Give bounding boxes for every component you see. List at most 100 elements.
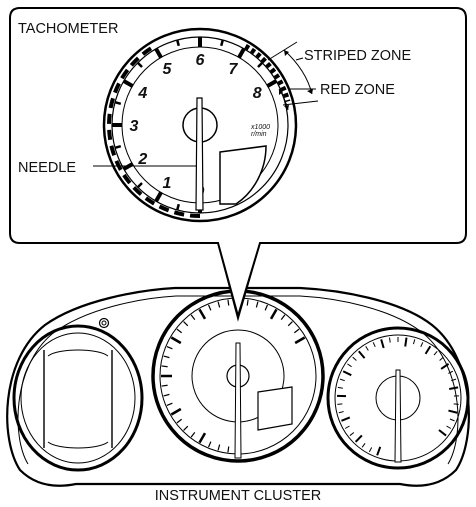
cluster-tick bbox=[287, 321, 293, 327]
cluster-tick bbox=[161, 384, 168, 387]
minor-tick bbox=[220, 39, 224, 47]
cluster-tick bbox=[280, 314, 286, 321]
tachometer-callout: TACHOMETER 012345678 x1000 r/min S bbox=[9, 7, 467, 320]
cluster-tick bbox=[166, 345, 173, 350]
right-gauge-tick bbox=[420, 342, 424, 348]
right-gauge-tick bbox=[451, 378, 457, 382]
cluster-tick bbox=[207, 441, 212, 448]
right-gauge-tick bbox=[376, 446, 382, 456]
right-gauge-tick bbox=[424, 345, 432, 355]
cluster-tick bbox=[293, 328, 300, 334]
caption: INSTRUMENT CLUSTER bbox=[155, 488, 322, 504]
cluster-tick bbox=[190, 314, 196, 321]
right-gauge-tick bbox=[446, 425, 452, 429]
right-gauge-tick bbox=[344, 425, 350, 429]
right-gauge-tick bbox=[337, 403, 343, 405]
cluster-tick bbox=[264, 304, 269, 311]
red-zone-label: RED ZONE bbox=[320, 82, 395, 98]
needle bbox=[195, 97, 204, 211]
needle-label: NEEDLE bbox=[18, 160, 76, 176]
cluster-tick bbox=[163, 355, 170, 359]
right-gauge-tick bbox=[453, 403, 459, 405]
right-gauge-tick bbox=[380, 339, 385, 349]
striped-zone-band bbox=[244, 44, 291, 103]
minor-tick bbox=[136, 182, 143, 189]
striped-zone-label: STRIPED ZONE bbox=[304, 48, 411, 64]
minor-tick bbox=[114, 145, 122, 149]
right-gauge-tick bbox=[448, 370, 454, 374]
dial-number: 4 bbox=[137, 85, 147, 102]
right-gauge-tick bbox=[433, 350, 438, 356]
right-gauge-tick bbox=[338, 411, 344, 414]
right-gauge bbox=[326, 326, 470, 470]
right-gauge-tick bbox=[354, 434, 363, 443]
right-gauge-tick bbox=[448, 409, 458, 414]
minor-tick bbox=[176, 39, 180, 47]
right-gauge-tick bbox=[449, 386, 459, 390]
dial-number: 5 bbox=[163, 61, 173, 78]
dial-number: 8 bbox=[253, 85, 262, 102]
minor-tick bbox=[257, 61, 264, 68]
cluster-tick bbox=[227, 299, 230, 306]
right-gauge-tick bbox=[368, 447, 373, 453]
cluster-tick bbox=[170, 407, 182, 416]
dial-number: 6 bbox=[196, 52, 205, 69]
cluster-tick bbox=[176, 328, 183, 334]
right-gauge-tick bbox=[341, 416, 351, 422]
cluster-tick bbox=[190, 431, 196, 438]
cluster-tick bbox=[207, 304, 212, 311]
major-tick bbox=[154, 47, 163, 59]
cluster-tick bbox=[170, 336, 182, 345]
right-gauge-tick bbox=[449, 418, 455, 422]
right-gauge-tick bbox=[342, 370, 352, 377]
cluster-tick bbox=[198, 308, 207, 320]
dial-number: 3 bbox=[130, 118, 139, 135]
right-gauge-tick bbox=[412, 339, 416, 345]
right-gauge-tick bbox=[404, 337, 408, 347]
cluster-tick bbox=[183, 321, 189, 327]
right-gauge-tick bbox=[365, 346, 369, 351]
dial-number: 2 bbox=[137, 151, 147, 168]
right-gauge-tick bbox=[347, 363, 352, 368]
major-tick bbox=[266, 79, 278, 88]
tachometer-dial: 012345678 x1000 r/min bbox=[102, 27, 298, 223]
cluster-tick bbox=[246, 299, 249, 306]
major-tick bbox=[122, 79, 134, 88]
minor-tick bbox=[114, 101, 122, 105]
cluster-tick bbox=[176, 418, 183, 424]
cluster-knob bbox=[98, 317, 110, 329]
cluster-tick bbox=[198, 432, 207, 444]
unit-label-top: x1000 bbox=[250, 124, 270, 131]
dial-number: 7 bbox=[229, 61, 239, 78]
dial-ticks bbox=[107, 37, 291, 218]
cluster-housing bbox=[6, 286, 470, 487]
cluster-tick bbox=[183, 425, 189, 431]
right-gauge-tick bbox=[440, 363, 450, 370]
minor-tick bbox=[136, 61, 143, 68]
cluster-tick bbox=[166, 402, 173, 407]
cluster-tick bbox=[163, 393, 170, 397]
right-gauge-tick bbox=[438, 429, 447, 437]
right-gauge-tick bbox=[358, 350, 366, 359]
right-gauge-tick bbox=[349, 432, 355, 436]
right-gauge-tick bbox=[361, 443, 366, 448]
right-gauge-tick bbox=[389, 337, 391, 343]
dial-number: 1 bbox=[163, 175, 172, 192]
major-tick bbox=[237, 47, 246, 59]
dial-outer-band bbox=[107, 44, 201, 218]
right-gauge-tick bbox=[372, 342, 376, 348]
right-gauge-tick bbox=[339, 378, 345, 382]
major-tick bbox=[154, 191, 163, 203]
cluster-tick bbox=[294, 336, 306, 345]
cluster-tick bbox=[227, 446, 230, 453]
cluster-tick bbox=[161, 365, 168, 368]
right-gauge-tick bbox=[352, 356, 357, 361]
right-gauge-tick bbox=[439, 356, 444, 361]
cluster-tick bbox=[217, 301, 221, 308]
unit-label-bottom: r/min bbox=[251, 131, 267, 138]
cluster-tick bbox=[255, 301, 259, 308]
cluster-tick bbox=[269, 308, 278, 320]
right-gauge-tick bbox=[337, 386, 343, 389]
